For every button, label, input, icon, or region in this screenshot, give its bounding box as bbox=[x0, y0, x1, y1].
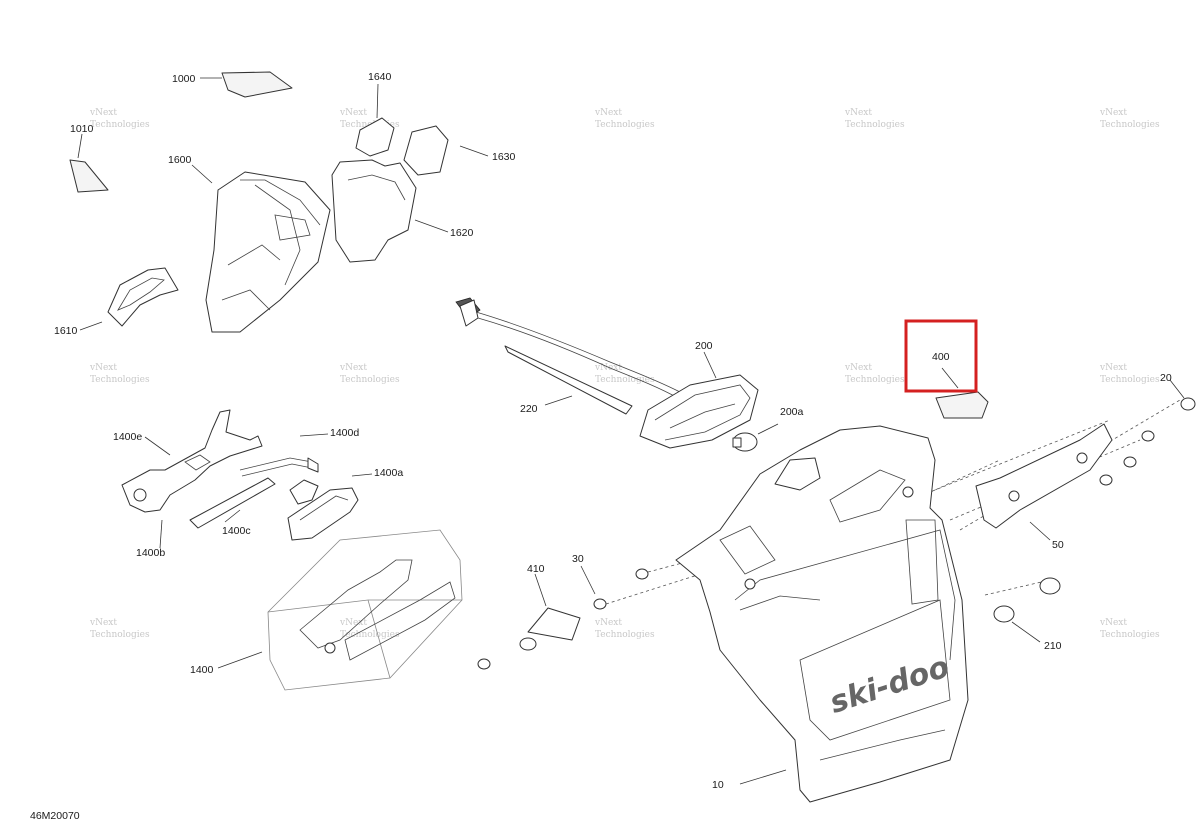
svg-text:vNext: vNext bbox=[89, 363, 117, 373]
part-1630-lens[interactable] bbox=[403, 125, 489, 176]
part-1010-lens[interactable] bbox=[69, 133, 109, 193]
svg-text:Technologies: Technologies bbox=[90, 630, 150, 640]
svg-text:vNext: vNext bbox=[89, 618, 117, 628]
label-20[interactable]: 20 bbox=[1160, 372, 1172, 384]
label-220[interactable]: 220 bbox=[520, 403, 538, 415]
svg-text:Technologies: Technologies bbox=[1100, 120, 1160, 130]
svg-text:vNext: vNext bbox=[339, 363, 367, 373]
label-10[interactable]: 10 bbox=[712, 779, 724, 791]
diagram-code: 46M20070 bbox=[30, 810, 80, 822]
part-50-bracket[interactable] bbox=[975, 423, 1113, 541]
svg-text:vNext: vNext bbox=[844, 363, 872, 373]
svg-text:Technologies: Technologies bbox=[1100, 630, 1160, 640]
svg-text:Technologies: Technologies bbox=[595, 375, 655, 385]
highlight-box-400 bbox=[904, 319, 978, 393]
label-30[interactable]: 30 bbox=[572, 553, 584, 565]
part-1610-lens-bracket[interactable] bbox=[79, 267, 179, 331]
part-400-decal[interactable] bbox=[935, 367, 989, 419]
part-1000-lens[interactable] bbox=[200, 71, 293, 98]
svg-text:vNext: vNext bbox=[594, 108, 622, 118]
svg-text:vNext: vNext bbox=[1099, 618, 1127, 628]
svg-text:Technologies: Technologies bbox=[90, 120, 150, 130]
part-1400-toolkit-box[interactable] bbox=[217, 529, 463, 691]
label-1400d[interactable]: 1400d bbox=[330, 427, 359, 439]
svg-text:Technologies: Technologies bbox=[845, 375, 905, 385]
label-1400b[interactable]: 1400b bbox=[136, 547, 165, 559]
part-20-screw[interactable] bbox=[1099, 379, 1196, 486]
svg-text:vNext: vNext bbox=[1099, 108, 1127, 118]
label-400[interactable]: 400 bbox=[932, 351, 950, 363]
label-1400e[interactable]: 1400e bbox=[113, 431, 142, 443]
label-1000[interactable]: 1000 bbox=[172, 73, 196, 85]
part-1640-lens[interactable] bbox=[355, 83, 395, 157]
svg-text:vNext: vNext bbox=[844, 108, 872, 118]
svg-text:Technologies: Technologies bbox=[595, 120, 655, 130]
part-1600-housing[interactable] bbox=[191, 164, 331, 333]
label-1620[interactable]: 1620 bbox=[450, 227, 474, 239]
label-410[interactable]: 410 bbox=[527, 563, 545, 575]
svg-text:Technologies: Technologies bbox=[845, 120, 905, 130]
callout-labels: 1000 1010 1600 1610 1620 1630 1640 200 2… bbox=[54, 71, 1172, 791]
label-1400c[interactable]: 1400c bbox=[222, 525, 251, 537]
label-210[interactable]: 210 bbox=[1044, 640, 1062, 652]
svg-text:vNext: vNext bbox=[339, 108, 367, 118]
label-50[interactable]: 50 bbox=[1052, 539, 1064, 551]
part-410-decal[interactable] bbox=[519, 573, 581, 651]
svg-text:vNext: vNext bbox=[594, 363, 622, 373]
part-200a-bulb[interactable] bbox=[732, 423, 779, 452]
label-1610[interactable]: 1610 bbox=[54, 325, 78, 337]
part-210-grommet[interactable] bbox=[635, 568, 1061, 643]
part-220-wire-harness[interactable] bbox=[455, 297, 681, 415]
label-1640[interactable]: 1640 bbox=[368, 71, 392, 83]
svg-text:Technologies: Technologies bbox=[1100, 375, 1160, 385]
svg-text:vNext: vNext bbox=[89, 108, 117, 118]
label-1400[interactable]: 1400 bbox=[190, 664, 214, 676]
label-200a[interactable]: 200a bbox=[780, 406, 804, 418]
part-1620-reflector[interactable] bbox=[331, 159, 449, 263]
part-1400b-tool[interactable] bbox=[159, 519, 163, 549]
label-1010[interactable]: 1010 bbox=[70, 123, 94, 135]
svg-text:Technologies: Technologies bbox=[595, 630, 655, 640]
part-1400c-strap[interactable] bbox=[189, 477, 276, 529]
svg-text:vNext: vNext bbox=[339, 618, 367, 628]
part-30-screw[interactable] bbox=[477, 565, 607, 670]
label-1400a[interactable]: 1400a bbox=[374, 467, 403, 479]
svg-text:Technologies: Technologies bbox=[340, 375, 400, 385]
part-1400d-tool[interactable] bbox=[239, 433, 329, 477]
svg-text:vNext: vNext bbox=[1099, 363, 1127, 373]
part-10-rear-fender[interactable] bbox=[675, 425, 969, 803]
svg-text:Technologies: Technologies bbox=[340, 630, 400, 640]
label-1600[interactable]: 1600 bbox=[168, 154, 192, 166]
part-1400a-socket[interactable] bbox=[287, 473, 373, 541]
svg-text:Technologies: Technologies bbox=[90, 375, 150, 385]
part-1400e-spanner[interactable] bbox=[121, 409, 263, 513]
part-200-headlight[interactable] bbox=[639, 351, 759, 449]
label-200[interactable]: 200 bbox=[695, 340, 713, 352]
label-1630[interactable]: 1630 bbox=[492, 151, 516, 163]
svg-text:vNext: vNext bbox=[594, 618, 622, 628]
